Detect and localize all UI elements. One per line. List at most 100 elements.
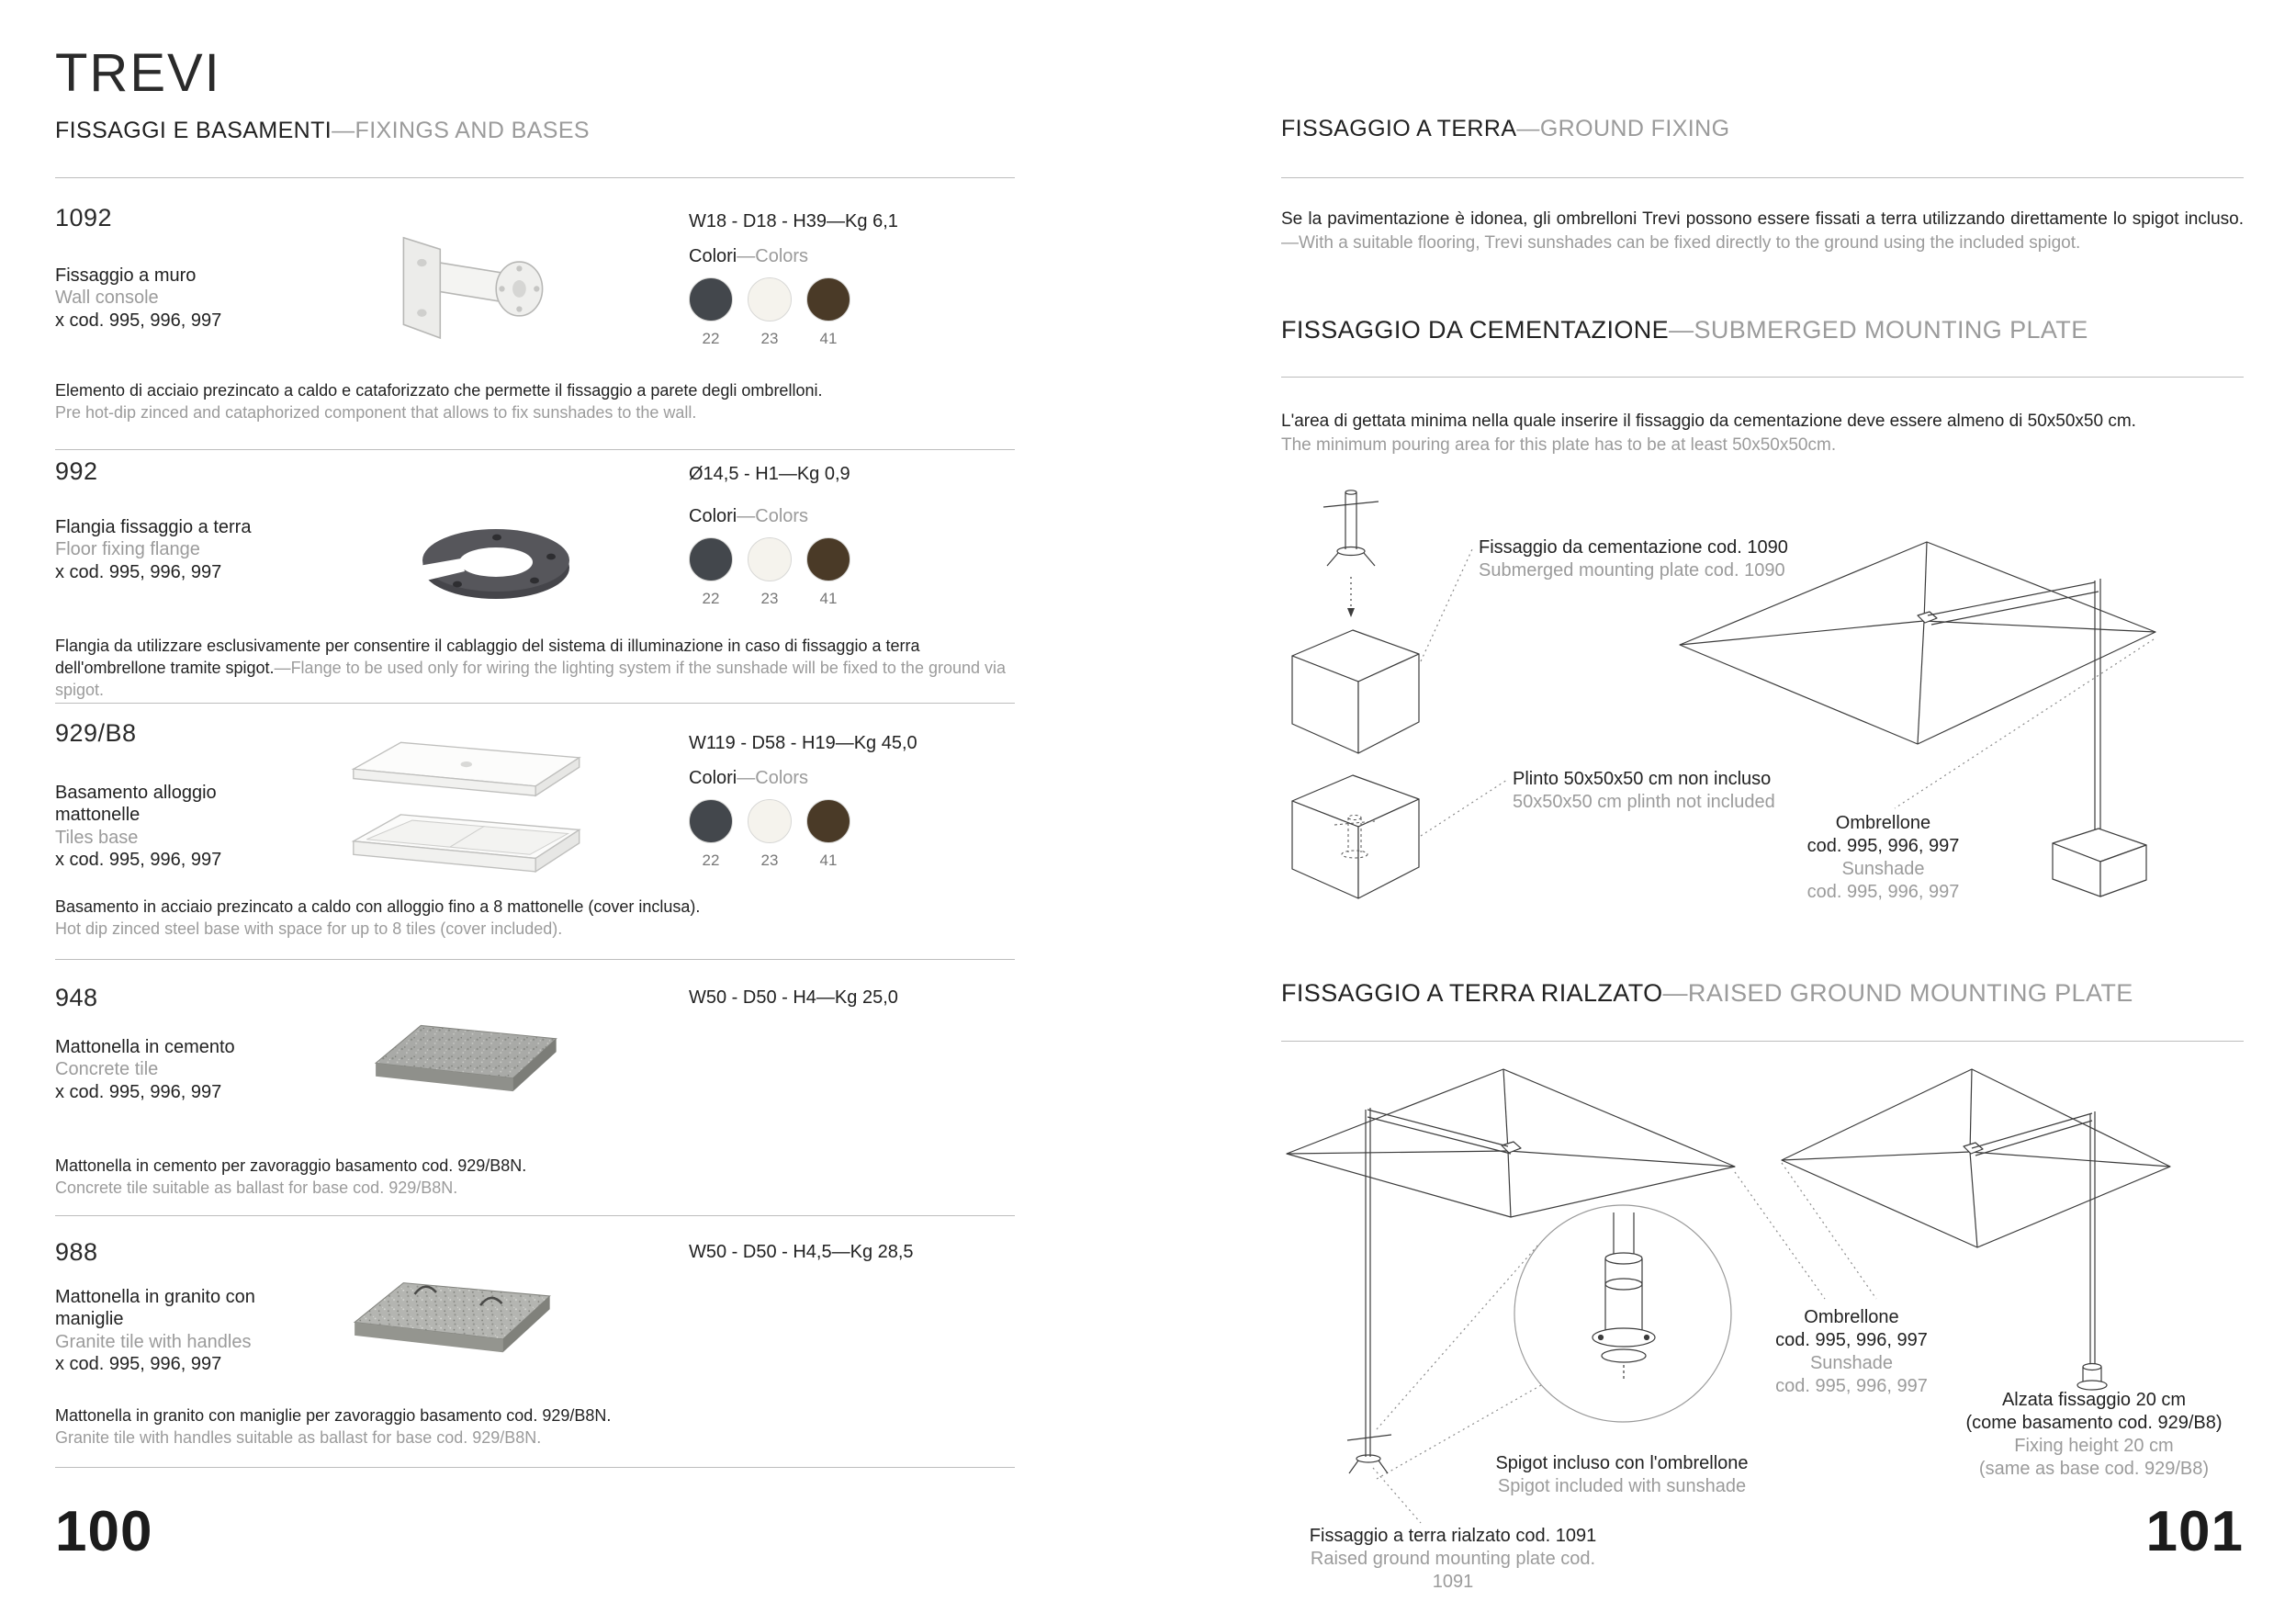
riser-drawing (2077, 1362, 2108, 1391)
product-name-it: Flangia fissaggio a terra (55, 517, 252, 537)
product-compat: x cod. 995, 996, 997 (55, 850, 222, 871)
umbrella-drawing (1679, 541, 2156, 841)
product-name-it: Basamento alloggio mattonelle (55, 783, 217, 826)
product-description: Mattonella in cemento per zavoraggio bas… (55, 1156, 527, 1197)
swatch-code: 22 (702, 851, 720, 869)
product-name: Mattonella in cemento Concrete tile x co… (55, 1036, 276, 1103)
swatch-code: 22 (702, 590, 720, 607)
product-dimensions: W18 - D18 - H39—Kg 6,1 (689, 211, 898, 231)
color-swatch-icon (806, 799, 850, 843)
product-code: 948 (55, 984, 98, 1011)
subtitle-it: FISSAGGI E BASAMENTI (55, 118, 332, 143)
label-spigot: Spigot incluso con l'ombrellone Spigot i… (1495, 1453, 1749, 1496)
product-name: Fissaggio a muro Wall console x cod. 995… (55, 265, 276, 332)
right-header: FISSAGGIO A TERRA—GROUND FIXING (1281, 116, 1730, 141)
raised-fixing-diagram (1281, 1064, 2244, 1571)
product-name-en: Concrete tile (55, 1059, 159, 1080)
swatch-code: 23 (760, 590, 779, 607)
product-compat: x cod. 995, 996, 997 (55, 1354, 222, 1375)
label-submerged-plate: Fissaggio da cementazione cod. 1090 Subm… (1479, 537, 1788, 581)
spigot-detail-drawing (1592, 1212, 1656, 1382)
swatch-code: 22 (702, 330, 720, 347)
umbrella-left-drawing (1286, 1068, 1736, 1457)
product-name: Mattonella in granito con maniglie Grani… (55, 1286, 276, 1376)
right-page: FISSAGGIO A TERRA—GROUND FIXING Se la pa… (1281, 0, 2244, 1624)
product-code: 1092 (55, 204, 113, 231)
color-swatch-icon (689, 537, 733, 581)
swatch-code: 23 (760, 851, 779, 869)
base-block-drawing (2052, 828, 2147, 897)
floor-flange-drawing (404, 513, 588, 614)
product-name: Basamento alloggio mattonelle Tiles base… (55, 782, 257, 872)
colors-label: Colori—Colors (689, 506, 809, 526)
product-dimensions: W119 - D58 - H19—Kg 45,0 (689, 733, 917, 753)
swatch-23: 23 (748, 277, 792, 348)
divider (1281, 1041, 2244, 1042)
granite-tile-drawing (349, 1266, 565, 1374)
product-code: 992 (55, 457, 98, 485)
color-swatches: 22 23 41 (689, 799, 850, 870)
product-compat: x cod. 995, 996, 997 (55, 1081, 222, 1102)
product-code: 988 (55, 1238, 98, 1266)
umbrella-right-drawing (1781, 1068, 2171, 1367)
product-description: Elemento di acciaio prezincato a caldo e… (55, 381, 823, 422)
product-description: Mattonella in granito con maniglie per z… (55, 1406, 612, 1447)
swatch-41: 41 (806, 537, 850, 608)
left-subtitle: FISSAGGI E BASAMENTI—FIXINGS AND BASES (55, 118, 590, 144)
magnifier-circle (1514, 1204, 1732, 1423)
product-name-it: Mattonella in cemento (55, 1037, 235, 1057)
wall-console-drawing (377, 230, 569, 351)
product-compat: x cod. 995, 996, 997 (55, 310, 222, 331)
product-dimensions: Ø14,5 - H1—Kg 0,9 (689, 464, 850, 484)
intro-paragraph: Se la pavimentazione è idonea, gli ombre… (1281, 209, 2244, 253)
divider (55, 449, 1015, 450)
product-compat: x cod. 995, 996, 997 (55, 561, 222, 582)
label-plinth: Plinto 50x50x50 cm non incluso 50x50x50 … (1513, 769, 1775, 812)
product-description: Flangia da utilizzare esclusivamente per… (55, 637, 1007, 699)
color-swatch-icon (806, 537, 850, 581)
color-swatch-icon (689, 799, 733, 843)
swatch-code: 41 (819, 590, 838, 607)
divider (55, 1215, 1015, 1216)
concrete-tile-drawing (372, 1018, 569, 1117)
submerged-plate-cube-drawing (1291, 774, 1420, 899)
swatch-code: 41 (819, 330, 838, 347)
product-name-it: Fissaggio a muro (55, 265, 197, 286)
colors-label: Colori—Colors (689, 768, 809, 788)
divider (55, 959, 1015, 960)
divider (55, 177, 1015, 178)
swatch-22: 22 (689, 277, 733, 348)
swatch-22: 22 (689, 799, 733, 870)
cementation-diagram (1281, 478, 2244, 928)
color-swatch-icon (689, 277, 733, 321)
color-swatch-icon (748, 277, 792, 321)
tiles-base-drawing (340, 733, 606, 904)
divider (1281, 177, 2244, 178)
divider (55, 1467, 1015, 1468)
color-swatches: 22 23 41 (689, 537, 850, 608)
left-page: TREVI FISSAGGI E BASAMENTI—FIXINGS AND B… (55, 0, 1015, 1624)
product-code: 929/B8 (55, 719, 137, 747)
swatch-41: 41 (806, 799, 850, 870)
colors-label: Colori—Colors (689, 246, 809, 266)
product-name-en: Floor fixing flange (55, 539, 200, 560)
label-sunshade-raised: Ombrellone cod. 995, 996, 997 Sunshade c… (1775, 1307, 1928, 1396)
spigot-small-drawing (1346, 1434, 1392, 1474)
spigot-drawing (1322, 490, 1379, 567)
swatch-22: 22 (689, 537, 733, 608)
product-description: Basamento in acciaio prezincato a caldo … (55, 897, 701, 938)
cementation-paragraph: L'area di gettata minima nella quale ins… (1281, 412, 2136, 455)
page-title: TREVI (55, 43, 221, 103)
section-cementation-title: FISSAGGIO DA CEMENTAZIONE—SUBMERGED MOUN… (1281, 316, 2088, 344)
product-dimensions: W50 - D50 - H4,5—Kg 28,5 (689, 1242, 914, 1262)
label-riser: Alzata fissaggio 20 cm (come basamento c… (1965, 1390, 2223, 1479)
product-dimensions: W50 - D50 - H4—Kg 25,0 (689, 987, 898, 1008)
swatch-code: 41 (819, 851, 838, 869)
product-name-it: Mattonella in granito con maniglie (55, 1287, 255, 1330)
color-swatch-icon (806, 277, 850, 321)
subtitle-en: —FIXINGS AND BASES (332, 118, 591, 143)
divider (1281, 377, 2244, 378)
label-sunshade-cement: Ombrellone cod. 995, 996, 997 Sunshade c… (1806, 813, 1960, 902)
color-swatches: 22 23 41 (689, 277, 850, 348)
